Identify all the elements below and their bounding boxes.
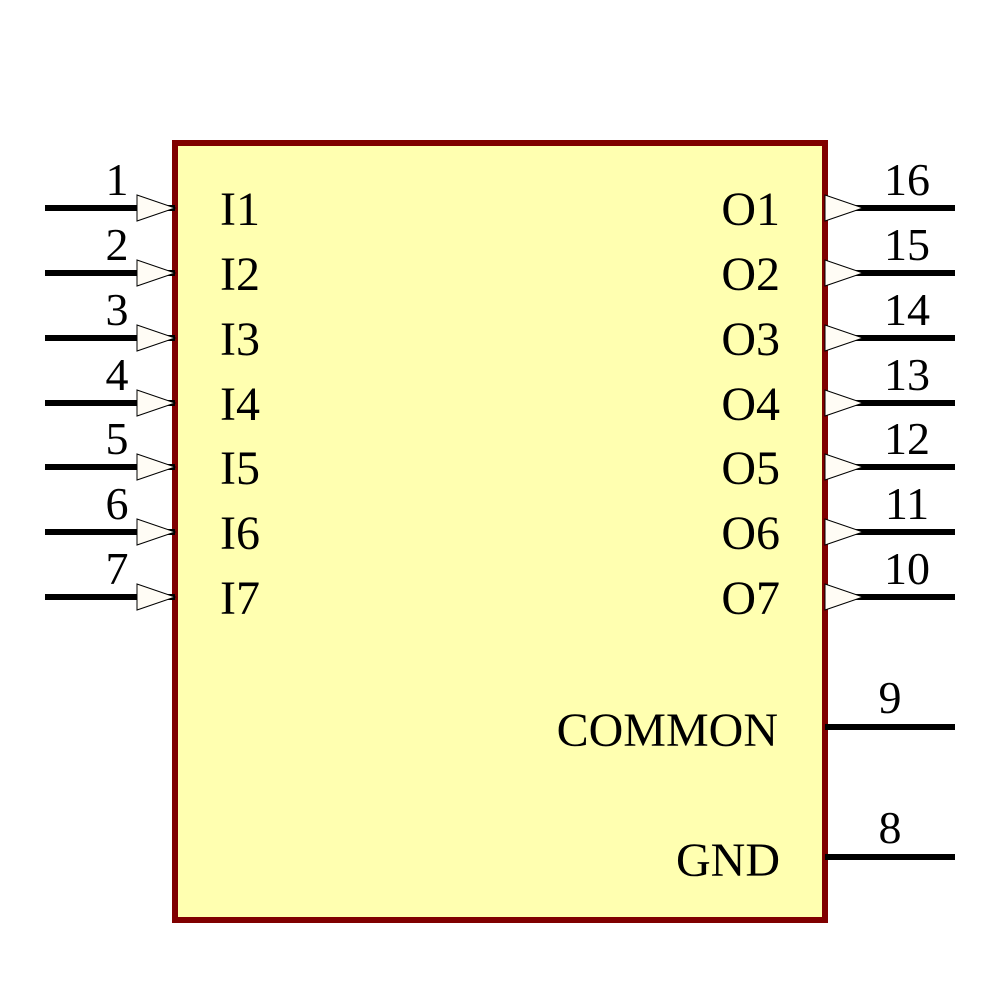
- right-pin-14[interactable]: 14 O3: [721, 284, 955, 366]
- pin-name: GND: [676, 834, 780, 887]
- output-arrow-icon: [824, 324, 865, 352]
- output-arrow-icon: [824, 583, 865, 611]
- left-pin-7[interactable]: 7 I7: [45, 543, 260, 625]
- pin-number: 14: [884, 284, 930, 335]
- pin-number: 13: [884, 349, 930, 400]
- left-pin-2[interactable]: 2 I2: [45, 219, 260, 301]
- left-pin-3[interactable]: 3 I3: [45, 284, 260, 366]
- pin-number: 15: [884, 219, 930, 270]
- pin-name: O6: [721, 507, 780, 560]
- output-arrow-icon: [824, 518, 865, 546]
- pin-name: O3: [721, 313, 780, 366]
- power-pin-8[interactable]: 8 GND: [676, 802, 955, 887]
- right-pin-15[interactable]: 15 O2: [721, 219, 955, 301]
- pin-name: I6: [220, 507, 260, 560]
- input-arrow-icon: [136, 194, 177, 222]
- pin-name: COMMON: [557, 704, 778, 757]
- pin-number: 9: [879, 672, 902, 723]
- right-pin-11[interactable]: 11 O6: [721, 478, 955, 560]
- input-arrow-icon: [136, 453, 177, 481]
- pin-number: 2: [106, 219, 129, 270]
- input-arrow-icon: [136, 583, 177, 611]
- pin-number: 1: [106, 154, 129, 205]
- pin-name: O2: [721, 248, 780, 301]
- pin-number: 3: [106, 284, 129, 335]
- pin-number: 7: [106, 543, 129, 594]
- pin-number: 16: [884, 154, 930, 205]
- pin-name: O5: [721, 442, 780, 495]
- pin-number: 6: [106, 478, 129, 529]
- left-pin-1[interactable]: 1 I1: [45, 154, 260, 236]
- pin-name: O7: [721, 572, 780, 625]
- power-pin-9[interactable]: 9 COMMON: [557, 672, 955, 757]
- pin-number: 11: [885, 478, 929, 529]
- input-arrow-icon: [136, 518, 177, 546]
- pin-name: I1: [220, 183, 260, 236]
- right-pin-10[interactable]: 10 O7: [721, 543, 955, 625]
- pin-number: 4: [106, 349, 129, 400]
- input-arrow-icon: [136, 259, 177, 287]
- pin-name: I3: [220, 313, 260, 366]
- left-pin-5[interactable]: 5 I5: [45, 413, 260, 495]
- output-arrow-icon: [824, 389, 865, 417]
- output-arrow-icon: [824, 453, 865, 481]
- right-pin-16[interactable]: 16 O1: [721, 154, 955, 236]
- right-pin-12[interactable]: 12 O5: [721, 413, 955, 495]
- pin-number: 5: [106, 413, 129, 464]
- pin-name: I2: [220, 248, 260, 301]
- pin-name: I7: [220, 572, 260, 625]
- input-arrow-icon: [136, 324, 177, 352]
- pin-number: 8: [879, 802, 902, 853]
- pin-name: I5: [220, 442, 260, 495]
- pin-name: O4: [721, 378, 780, 431]
- pin-name: O1: [721, 183, 780, 236]
- output-arrow-icon: [824, 194, 865, 222]
- component-body: [172, 140, 828, 923]
- pin-number: 12: [884, 413, 930, 464]
- input-arrow-icon: [136, 389, 177, 417]
- pin-number: 10: [884, 543, 930, 594]
- left-pin-6[interactable]: 6 I6: [45, 478, 260, 560]
- right-pin-13[interactable]: 13 O4: [721, 349, 955, 431]
- pin-name: I4: [220, 378, 260, 431]
- left-pin-4[interactable]: 4 I4: [45, 349, 260, 431]
- output-arrow-icon: [824, 259, 865, 287]
